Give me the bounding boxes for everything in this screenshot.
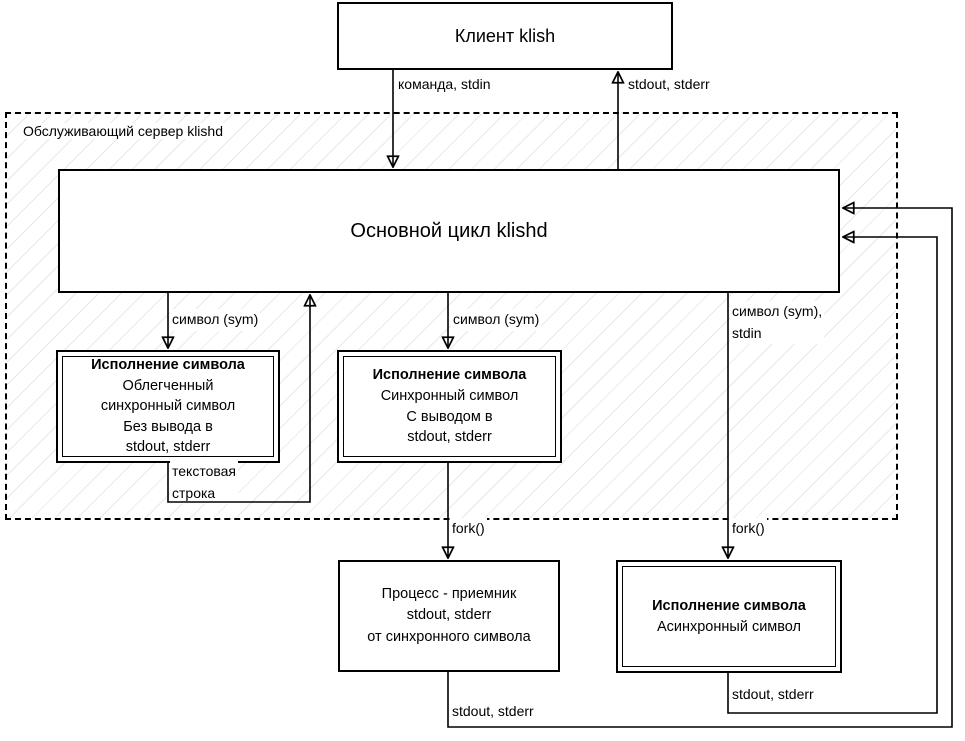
sync-heading: Исполнение символа — [372, 367, 527, 384]
sync-line-1: Синхронный символ — [380, 387, 519, 404]
async-line-1: Асинхронный символ — [656, 618, 802, 635]
sync-symbol-box: Исполнение символа Синхронный символ С в… — [337, 350, 562, 463]
edge-label-stdout-stderr-async: stdout, stderr — [730, 684, 816, 706]
edge-label-sym-stdin-right: символ (sym), stdin — [730, 301, 825, 345]
main-loop-label: Основной цикл klishd — [350, 219, 548, 242]
light-sync-line-4: stdout, stderr — [125, 439, 211, 456]
light-sync-line-2: синхронный символ — [100, 398, 236, 415]
main-loop-box: Основной цикл klishd — [58, 169, 840, 293]
edge-label-sym-middle: символ (sym) — [451, 309, 542, 331]
async-symbol-box: Исполнение символа Асинхронный символ — [616, 560, 842, 673]
light-sync-line-3: Без вывода в — [123, 418, 213, 435]
sync-line-3: stdout, stderr — [407, 429, 492, 446]
edge-label-stdout-stderr-receiver: stdout, stderr — [450, 701, 536, 723]
sync-line-2: С выводом в — [406, 408, 493, 425]
edge-label-text-string: текстовая строка — [170, 461, 239, 505]
light-sync-symbol-box: Исполнение символа Облегченный синхронны… — [56, 350, 280, 463]
edge-label-command-stdin: команда, stdin — [396, 74, 493, 96]
receiver-line-1: Процесс - приемник — [381, 586, 517, 603]
edge-label-stdout-stderr-top: stdout, stderr — [626, 74, 712, 96]
edge-label-sym-left: символ (sym) — [170, 309, 261, 331]
light-sync-line-1: Облегченный — [122, 377, 214, 394]
client-klish-box: Клиент klish — [337, 2, 673, 70]
edge-label-fork-middle: fork() — [450, 518, 487, 540]
client-klish-label: Клиент klish — [454, 25, 556, 46]
server-region-label: Обслуживающий сервер klishd — [20, 123, 226, 139]
receiver-process-box: Процесс - приемник stdout, stderr от син… — [338, 560, 560, 672]
edge-label-fork-right: fork() — [730, 518, 767, 540]
receiver-line-3: от синхронного символа — [367, 628, 531, 645]
light-sync-heading: Исполнение символа — [91, 357, 245, 374]
receiver-line-2: stdout, stderr — [406, 607, 492, 624]
async-heading: Исполнение символа — [652, 597, 806, 614]
